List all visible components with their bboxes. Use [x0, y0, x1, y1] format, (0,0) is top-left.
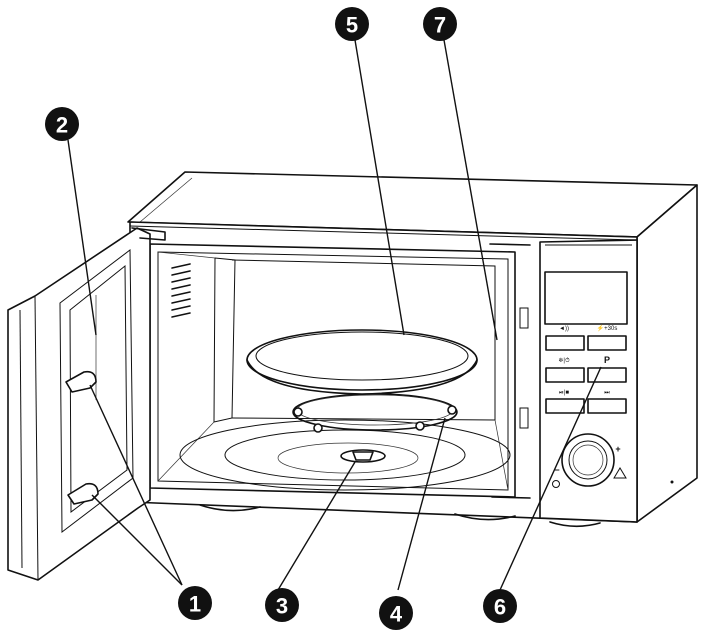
callout-5: 5 [335, 7, 369, 41]
label-quick-start: ⚡+30s [597, 324, 618, 332]
label-defrost-timer: ❄|⏱ [558, 357, 570, 364]
label-next: ⏭ [604, 390, 610, 396]
svg-text:5: 5 [346, 13, 358, 38]
svg-text:7: 7 [434, 13, 446, 38]
glass-tray [246, 329, 478, 395]
control-panel: ◄)) ⚡+30s ❄|⏱ P ⏯|■ ⏭ − + [539, 239, 638, 523]
button-grid [545, 335, 627, 414]
leader-lines [67, 39, 602, 591]
label-program: P [604, 355, 610, 365]
label-volume: ◄)) [559, 326, 569, 332]
svg-text:4: 4 [390, 602, 403, 627]
callout-3: 3 [265, 588, 299, 622]
bell-icon [613, 467, 627, 479]
button-program[interactable] [587, 367, 627, 383]
button-next[interactable] [587, 398, 627, 414]
svg-text:2: 2 [56, 113, 68, 138]
vent-slots [171, 263, 191, 318]
oven-door [7, 227, 166, 581]
button-quick-start[interactable] [587, 335, 627, 351]
callout-6: 6 [483, 589, 517, 623]
svg-text:3: 3 [276, 594, 288, 619]
dial-knob[interactable] [561, 433, 615, 487]
clock-icon [552, 480, 560, 488]
turntable-coupler [340, 449, 386, 463]
callout-2: 2 [45, 107, 79, 141]
button-volume[interactable] [545, 335, 585, 351]
label-start-stop: ⏯|■ [559, 390, 569, 396]
display-window [544, 271, 628, 325]
callout-4: 4 [379, 596, 413, 630]
button-defrost-timer[interactable] [545, 367, 585, 383]
svg-text:1: 1 [189, 592, 201, 617]
callout-7: 7 [423, 7, 457, 41]
button-start-stop[interactable] [545, 398, 585, 414]
svg-text:6: 6 [494, 595, 506, 620]
knob-minus: − [554, 465, 559, 475]
door-latch-hooks [65, 370, 99, 505]
callout-1: 1 [178, 586, 212, 620]
knob-plus: + [615, 444, 620, 454]
